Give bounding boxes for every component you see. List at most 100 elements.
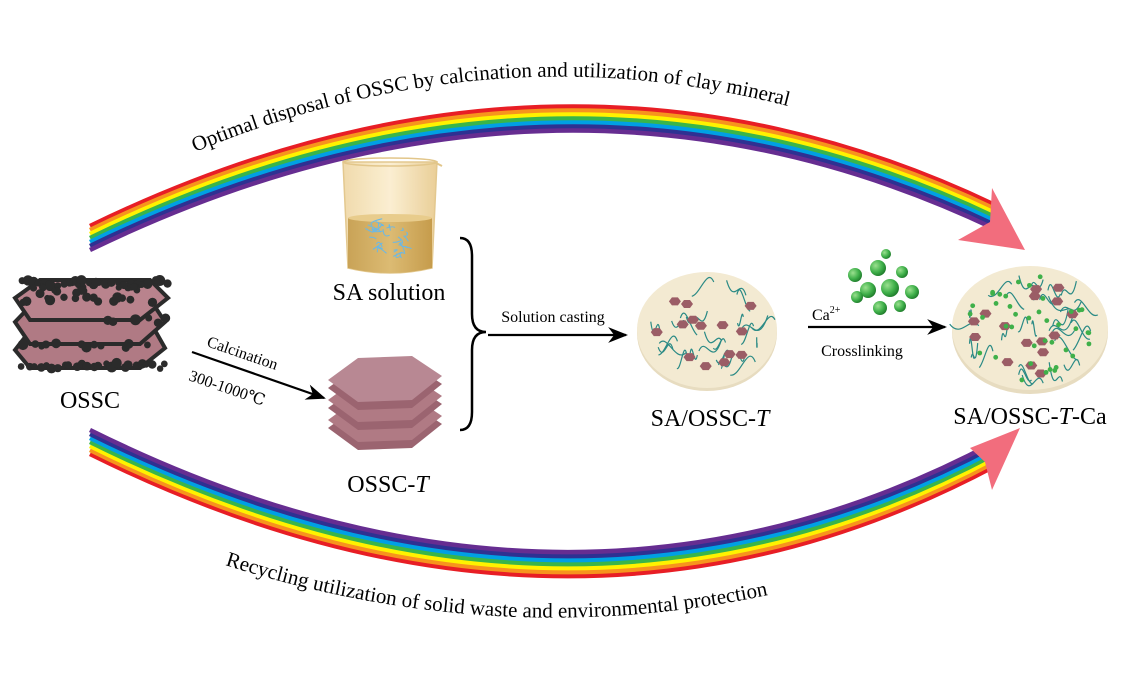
calcium-crosslink-point (1043, 369, 1049, 375)
rainbow-band (89, 120, 996, 245)
crosslinking-label: Crosslinking (821, 343, 903, 360)
shale-grain (46, 363, 57, 374)
polymer-fiber (1021, 374, 1044, 387)
polymer-fiber (730, 355, 756, 376)
shale-grain (129, 314, 141, 326)
calcium-crosslink-point (1044, 318, 1050, 324)
calcium-crosslink-point (1063, 347, 1069, 353)
shale-grain (17, 363, 25, 370)
shale-grain (97, 342, 105, 350)
clay-particle (1028, 292, 1041, 301)
clay-particle (735, 327, 748, 336)
calcium-ion (896, 266, 908, 278)
calcium-ion (848, 268, 862, 282)
polymer-fiber (382, 229, 390, 237)
rainbow-band (89, 435, 997, 563)
shale-grain (60, 280, 68, 288)
shale-grain (147, 360, 157, 369)
sa-solution-label: SA solution (333, 280, 446, 306)
shale-grain (111, 357, 122, 369)
polymer-fiber (367, 224, 380, 231)
sa-ossc-t-ca-label: SA/OSSC-T-Ca (953, 404, 1107, 430)
polymer-fiber (371, 224, 383, 232)
calcium-crosslink-point (1015, 279, 1021, 285)
shale-grain (45, 295, 56, 306)
clay-particle (1051, 297, 1064, 306)
polymer-fiber (698, 339, 722, 353)
polymer-fiber (689, 348, 698, 360)
rainbow-band (89, 447, 997, 575)
polymer-fiber (1059, 301, 1082, 313)
shale-grain (142, 361, 150, 368)
calcium-ion (860, 282, 876, 298)
clay-particle (686, 315, 699, 324)
calcium-ion (873, 301, 887, 315)
polymer-fiber (703, 331, 723, 344)
shale-grain (119, 281, 128, 290)
clay-particle (676, 320, 689, 329)
polymer-fiber (376, 241, 383, 248)
calcium-crosslink-point (1079, 307, 1085, 313)
shale-grain (93, 361, 103, 371)
polymer-fiber (377, 246, 387, 254)
shale-grain (66, 280, 73, 287)
polymer-fiber (1018, 368, 1032, 382)
ossc-stack-illustration (12, 275, 172, 374)
calcination-label: Calcination (205, 334, 280, 374)
calcium-ion (881, 249, 891, 259)
calcium-ion (870, 260, 886, 276)
calcium-ion (905, 285, 919, 299)
ossc-t-plates-illustration (328, 356, 442, 450)
shale-grain (160, 313, 171, 323)
clay-particle (1001, 358, 1014, 367)
calcium-crosslink-point (1037, 274, 1043, 280)
calcium-ion (881, 279, 899, 297)
rainbow-band (89, 108, 996, 233)
shale-grain (53, 364, 62, 373)
shale-grain (153, 318, 163, 328)
shale-grain (118, 294, 127, 302)
clay-particle (723, 350, 736, 359)
polymer-fiber (740, 322, 755, 345)
shale-grain (81, 342, 92, 353)
top-arc-arrowhead (958, 188, 1025, 250)
shale-grain (31, 340, 40, 348)
sa-ossc-t-label: SA/OSSC-T (651, 406, 771, 432)
shale-grain (160, 360, 168, 368)
calcium-crosslink-point (1086, 341, 1092, 347)
bottom-arc-arrowhead (970, 428, 1020, 490)
polymer-fiber (364, 227, 374, 233)
rainbow-band (89, 112, 996, 237)
polymer-fiber (392, 239, 402, 243)
sa-ossc-t-ca-film-disc (949, 266, 1108, 394)
bottom-rainbow-arc (89, 427, 997, 579)
calcium-crosslink-point (970, 303, 976, 309)
polymer-fiber (1070, 319, 1091, 340)
polymer-fiber (372, 242, 383, 250)
polymer-fiber (397, 236, 404, 244)
polymer-fiber (658, 340, 687, 356)
polymer-fiber (1060, 281, 1077, 296)
rainbow-band (89, 427, 997, 555)
polymer-fiber (1031, 320, 1038, 337)
polymer-fiber (369, 236, 377, 240)
calcium-label: Ca2+ (812, 305, 841, 324)
calcium-crosslink-point (1053, 365, 1059, 370)
calcium-crosslink-point (1049, 339, 1055, 345)
rainbow-band (89, 116, 996, 241)
clay-particle (668, 297, 681, 306)
shale-grain (82, 361, 92, 371)
shale-grain (147, 297, 158, 308)
shale-grain (154, 275, 166, 287)
ossc-label: OSSC (60, 388, 120, 414)
clay-particle (680, 300, 693, 309)
clay-particle (744, 301, 757, 310)
shale-grain (126, 295, 135, 304)
clay-particle (1020, 338, 1033, 347)
sa-ossc-t-film-disc (637, 272, 777, 391)
rainbow-band (89, 443, 997, 571)
calcium-ion (894, 300, 906, 312)
polymer-fiber (978, 344, 994, 368)
polymer-fiber (399, 252, 406, 259)
